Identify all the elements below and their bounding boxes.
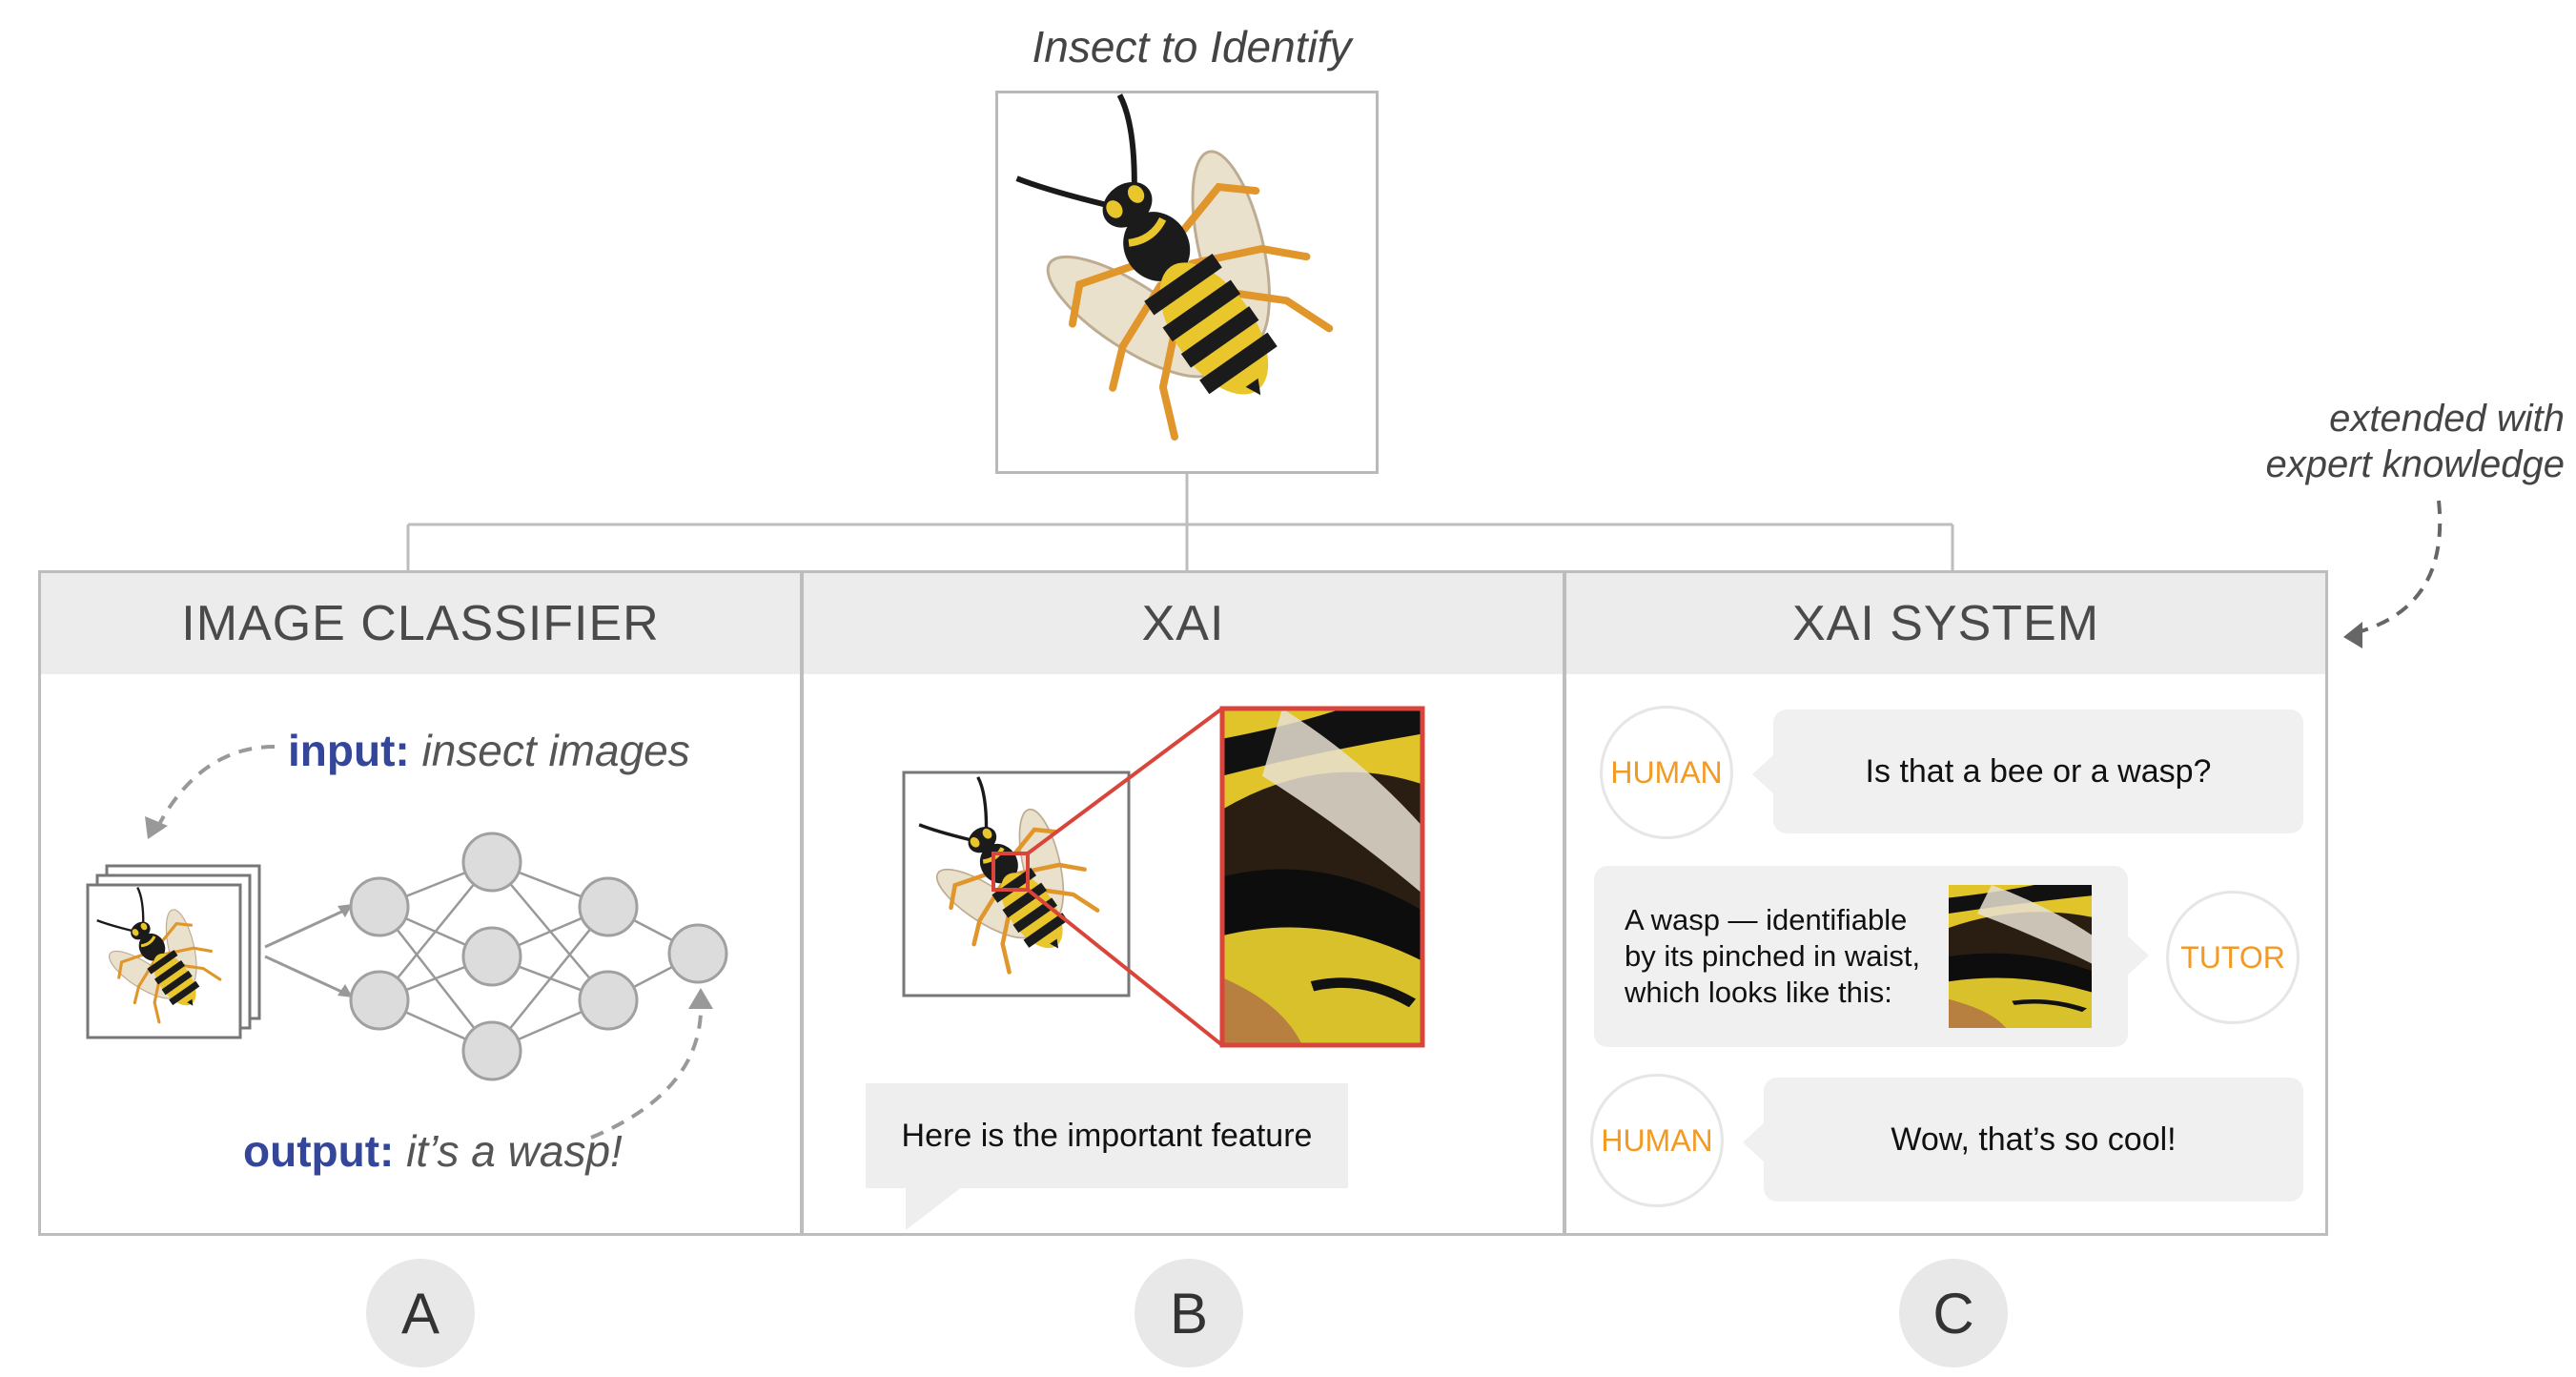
explanation-bubble [866, 1083, 1348, 1188]
input-arrow [155, 745, 276, 829]
human-avatar: HUMAN [1600, 706, 1733, 839]
note-line-1: extended with [2329, 398, 2565, 440]
output-text: it’s a wasp! [406, 1126, 623, 1176]
output-label: output: it’s a wasp! [243, 1125, 623, 1177]
tutor-message-text: A wasp — identifiable by its pinched in … [1625, 902, 1920, 1011]
insect-caption: Insect to Identify [1032, 22, 1352, 72]
tutor-line-1: A wasp — identifiable [1625, 903, 1908, 936]
panel-title: XAI [804, 573, 1563, 674]
human-message-1: Is that a bee or a wasp? [1773, 709, 2303, 833]
human-message-2: Wow, that’s so cool! [1764, 1078, 2303, 1202]
insect-image [995, 91, 1379, 474]
tutor-message: A wasp — identifiable by its pinched in … [1594, 866, 2128, 1047]
tutor-feature-image [1949, 885, 2092, 1028]
tutor-line-3: which looks like this: [1625, 976, 1892, 1009]
input-text: insect images [421, 726, 690, 775]
tutor-line-2: by its pinched in waist, [1625, 939, 1921, 973]
input-label: input: insect images [288, 725, 690, 776]
explanation-text: Here is the important feature [901, 1117, 1313, 1154]
input-keyword: input: [288, 726, 410, 775]
label-b: B [1135, 1259, 1243, 1367]
human-avatar: HUMAN [1590, 1074, 1724, 1207]
output-arrow [590, 998, 704, 1140]
neural-network-diagram [86, 745, 728, 1140]
expert-knowledge-note: extended with expert knowledge [2221, 396, 2565, 487]
feature-highlight-diagram [866, 706, 1425, 1230]
label-c: C [1899, 1259, 2008, 1367]
panel-title: XAI SYSTEM [1566, 573, 2325, 674]
note-line-2: expert knowledge [2265, 443, 2565, 485]
tutor-avatar: TUTOR [2166, 891, 2300, 1024]
zoomed-feature [1222, 709, 1422, 1045]
highlight-box [992, 852, 1030, 892]
panel-title: IMAGE CLASSIFIER [41, 573, 800, 674]
output-keyword: output: [243, 1126, 395, 1176]
label-a: A [366, 1259, 475, 1367]
